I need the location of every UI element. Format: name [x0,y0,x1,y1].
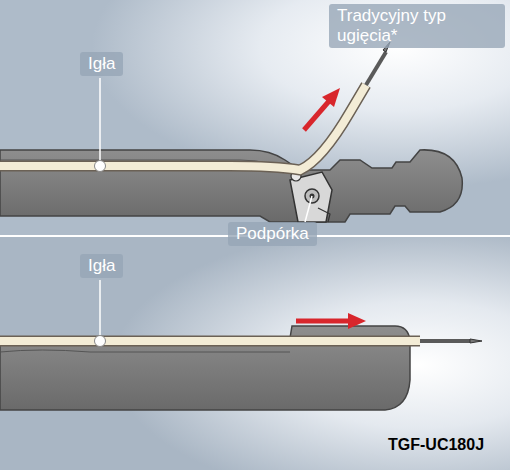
background [0,236,510,470]
model-name: TGF-UC180J [388,436,484,454]
leader-dot [95,161,106,172]
needle-tip [470,339,482,343]
background [0,0,510,236]
part-label: Igła [80,52,123,76]
needle-sheath [0,85,366,170]
leader-line [305,196,312,222]
leader-line [99,78,101,162]
direction-arrow [322,88,340,107]
direction-arrow [304,100,330,130]
needle-tip [420,339,470,343]
direction-arrow [296,319,350,324]
needle-sheath [0,336,420,347]
part-label: Igła [80,254,123,278]
channel [0,350,290,352]
leader-line [99,280,101,336]
leader-dot [95,336,106,347]
elevator [290,171,332,222]
direction-arrow [348,313,366,329]
needle-tip [366,52,386,85]
needle-sheath [0,85,366,170]
needle-sheath [0,337,420,345]
part-label: Podpórka [228,222,317,246]
note-label: Tradycyjny typ ugięcia* [329,4,505,48]
